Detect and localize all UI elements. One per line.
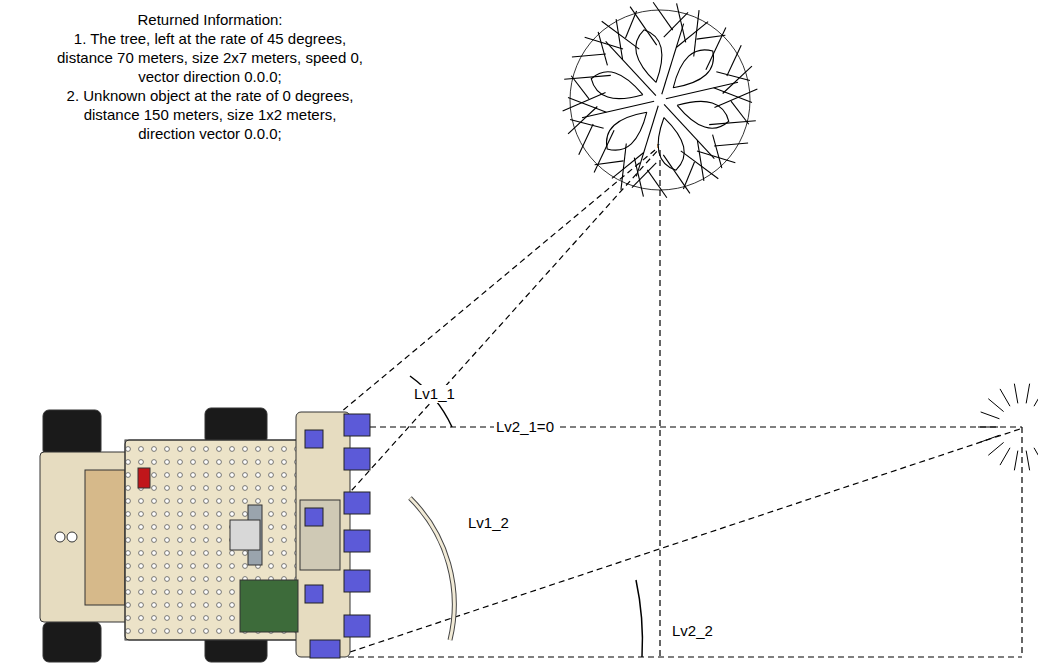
angle-label: Lv2_1=0	[494, 418, 556, 436]
info-text: Returned Information:	[55, 10, 365, 29]
sight-lines	[305, 150, 1022, 657]
robot	[40, 408, 370, 662]
info-text: 2. Unknown object at the rate of 0 degre…	[55, 86, 365, 143]
svg-text:r: r	[657, 141, 660, 150]
angle-label: Lv1_1	[412, 385, 457, 403]
tree-drawing	[563, 2, 758, 198]
returned-info: Returned Information:1. The tree, left a…	[55, 10, 365, 143]
angle-label: Lv1_2	[466, 514, 511, 532]
angle-label: Lv2_2	[670, 622, 715, 640]
unknown-object	[978, 384, 1038, 471]
angle-arcs	[410, 376, 642, 657]
info-text: 1. The tree, left at the rate of 45 degr…	[55, 29, 365, 86]
